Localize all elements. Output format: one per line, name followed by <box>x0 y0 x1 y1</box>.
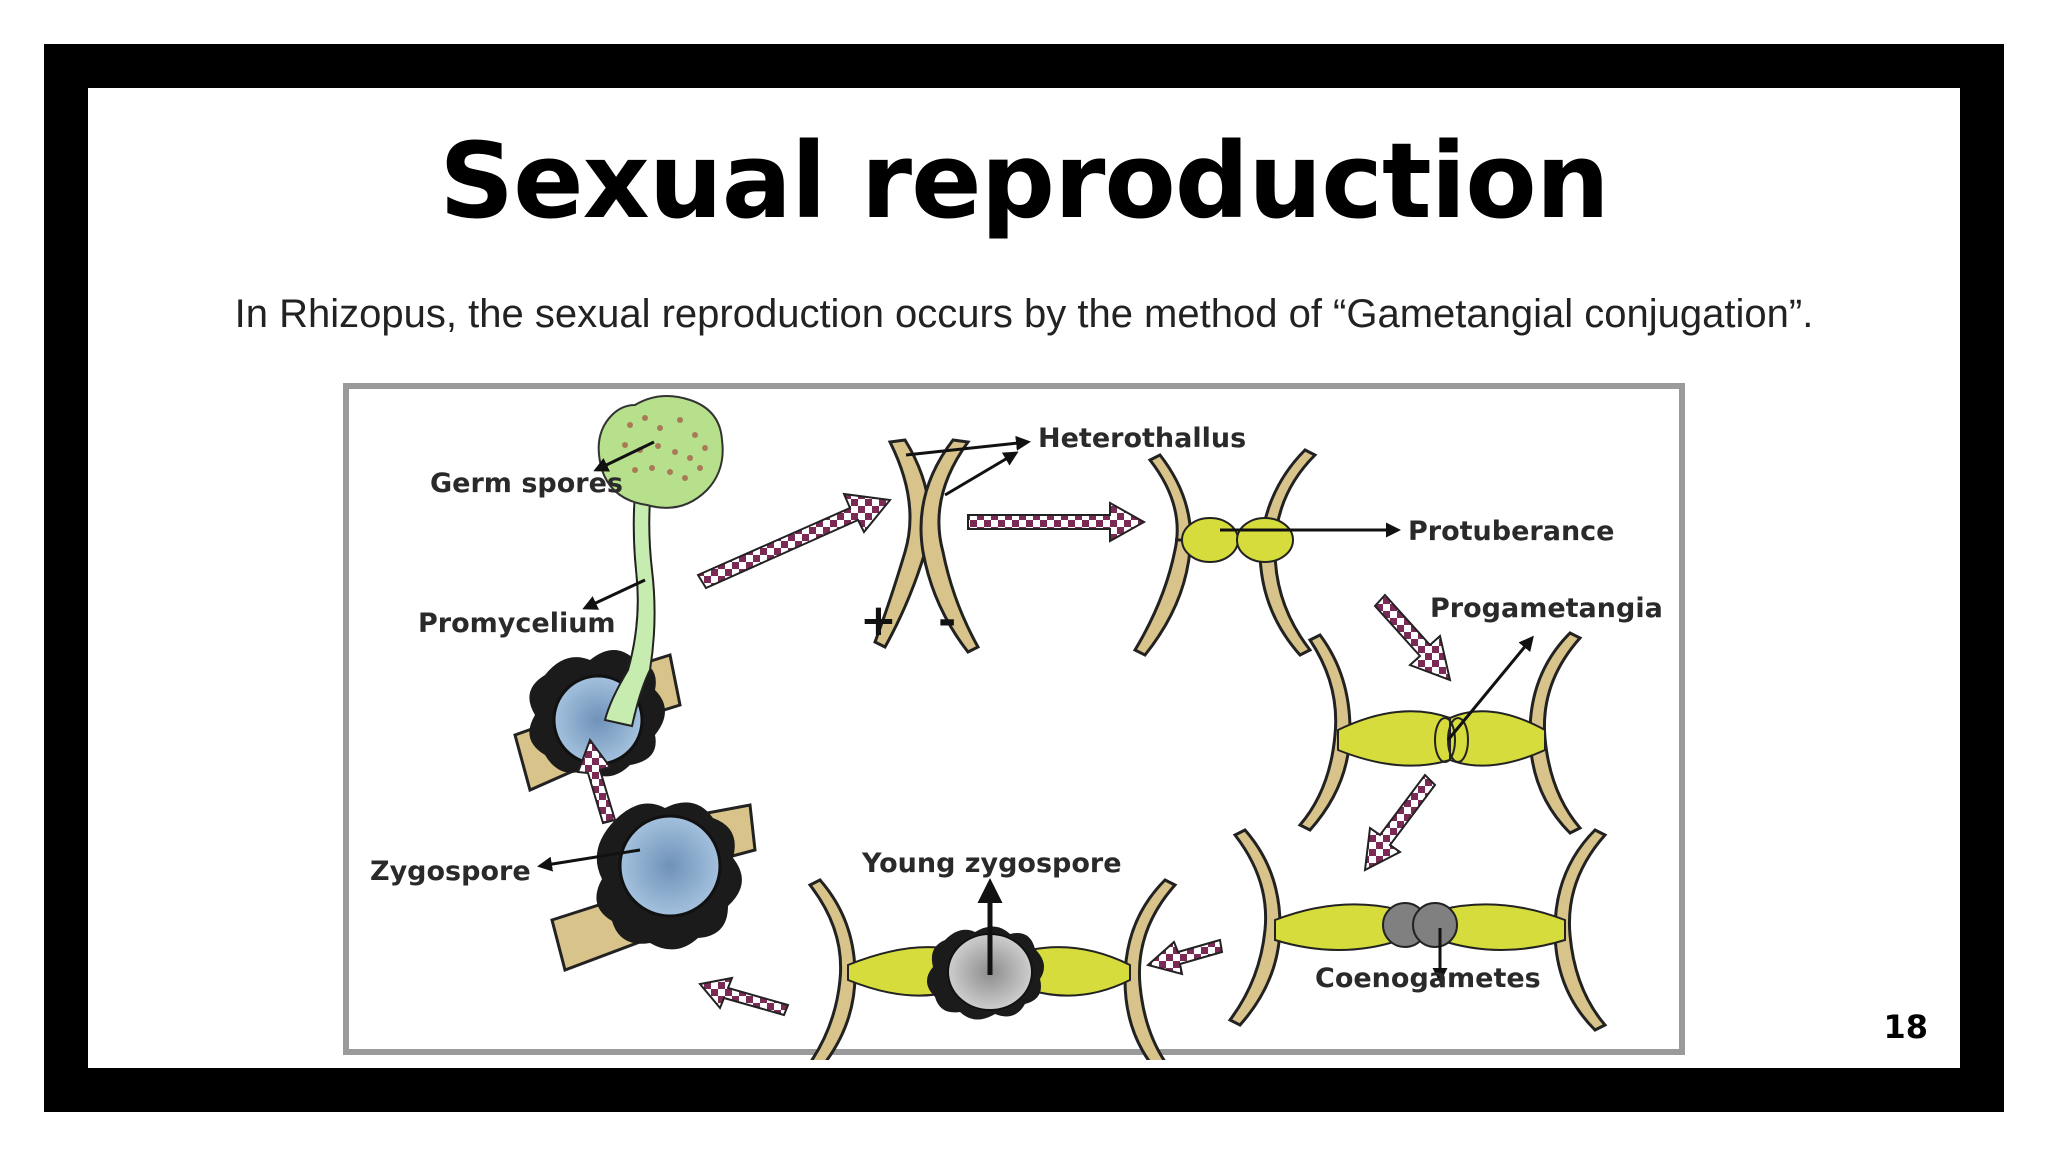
label-heterothallus: Heterothallus <box>1038 423 1246 454</box>
label-minus: - <box>938 595 956 646</box>
label-germ-spores: Germ spores <box>430 468 623 499</box>
label-coenogametes: Coenogametes <box>1315 963 1541 994</box>
coenogametes-stage <box>1227 828 1608 1032</box>
protuberance-stage <box>1132 448 1401 657</box>
slide-subtitle: In Rhizopus, the sexual reproduction occ… <box>234 292 1814 336</box>
label-zygospore: Zygospore <box>370 856 531 887</box>
slide-title: Sexual reproduction <box>439 120 1610 242</box>
label-plus: + <box>860 595 897 646</box>
page-number: 18 <box>1883 1008 1928 1046</box>
rhizopus-life-cycle-diagram: Germ spores Promycelium Zygospore Hetero… <box>343 383 1685 1060</box>
cycle-arrows <box>576 492 1452 1017</box>
germinating-zygospore <box>513 395 724 793</box>
label-promycelium: Promycelium <box>418 608 616 639</box>
mature-zygospore <box>537 802 757 972</box>
progametangia-stage <box>1297 631 1583 835</box>
young-zygospore-stage <box>807 878 1178 1060</box>
label-progametangia: Progametangia <box>1430 593 1663 624</box>
label-protuberance: Protuberance <box>1408 516 1615 547</box>
label-young-zygospore: Young zygospore <box>861 848 1122 879</box>
heterothallus-hyphae <box>873 435 1031 654</box>
